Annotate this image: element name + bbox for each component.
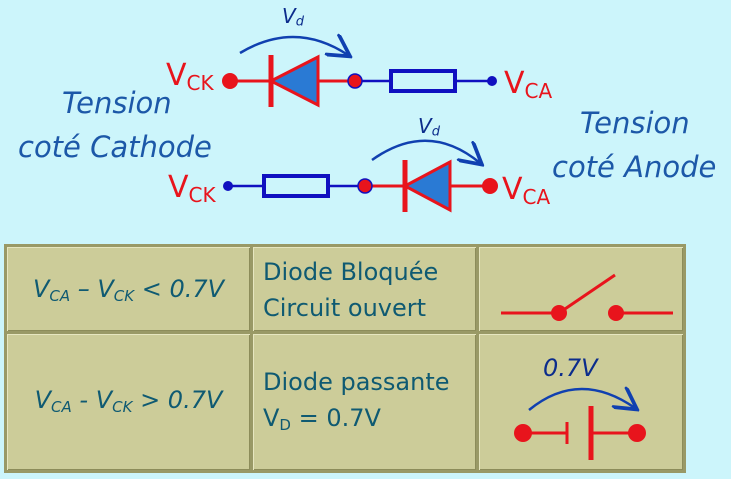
top-resistor <box>389 69 457 93</box>
row1-state-line1: Diode Bloquée <box>263 258 439 286</box>
row1-state-cell: Diode Bloquée Circuit ouvert <box>253 247 476 331</box>
bottom-vck-node <box>223 181 233 191</box>
bottom-vca-node <box>482 178 498 194</box>
row2-condition: VCA - VCK > 0.7V <box>34 386 223 416</box>
tension-cathode-line1: Tension <box>62 86 172 120</box>
row2-state-line1: Diode passante <box>263 368 450 396</box>
bottom-vd-arrow <box>371 139 480 163</box>
top-vca-label: VCA <box>504 66 553 103</box>
row2-condition-cell: VCA - VCK > 0.7V <box>7 334 250 470</box>
top-circuit <box>222 37 497 108</box>
top-vd-arrow <box>239 37 348 55</box>
bottom-mid-node <box>357 178 373 194</box>
tension-anode-line1: Tension <box>580 106 690 140</box>
top-vd-label: Vd <box>282 4 304 30</box>
tension-anode-line2: coté Anode <box>552 150 717 184</box>
bottom-diode-triangle <box>401 159 452 213</box>
row1-condition-cell: VCA – VCK < 0.7V <box>7 247 250 331</box>
row2-symbol-cell: 0.7V <box>479 334 683 470</box>
top-vca-node <box>487 76 497 86</box>
top-diode-triangle <box>267 54 320 108</box>
diode-state-table: VCA – VCK < 0.7V Diode Bloquée Circuit o… <box>4 244 686 473</box>
voltage-source-symbol <box>514 334 646 460</box>
bottom-resistor <box>262 174 330 198</box>
bottom-circuit <box>223 139 498 213</box>
tension-cathode-line2: coté Cathode <box>18 130 212 164</box>
row1-condition: VCA – VCK < 0.7V <box>32 275 225 305</box>
bottom-vca-label: VCA <box>502 172 551 209</box>
bottom-vck-label: VCK <box>168 170 216 207</box>
circuit-diagrams <box>222 0 498 213</box>
top-mid-node <box>347 73 363 89</box>
open-switch-symbol <box>501 273 673 321</box>
top-vck-node <box>222 73 238 89</box>
top-vck-label: VCK <box>166 58 214 95</box>
row1-symbol-cell <box>479 247 683 331</box>
row2-state-line2: VD = 0.7V <box>263 404 381 434</box>
source-voltage-label: 0.7V <box>543 354 598 382</box>
row1-state-line2: Circuit ouvert <box>263 294 427 322</box>
bottom-vd-label: Vd <box>418 114 440 140</box>
row2-state-cell: Diode passante VD = 0.7V <box>253 334 476 470</box>
